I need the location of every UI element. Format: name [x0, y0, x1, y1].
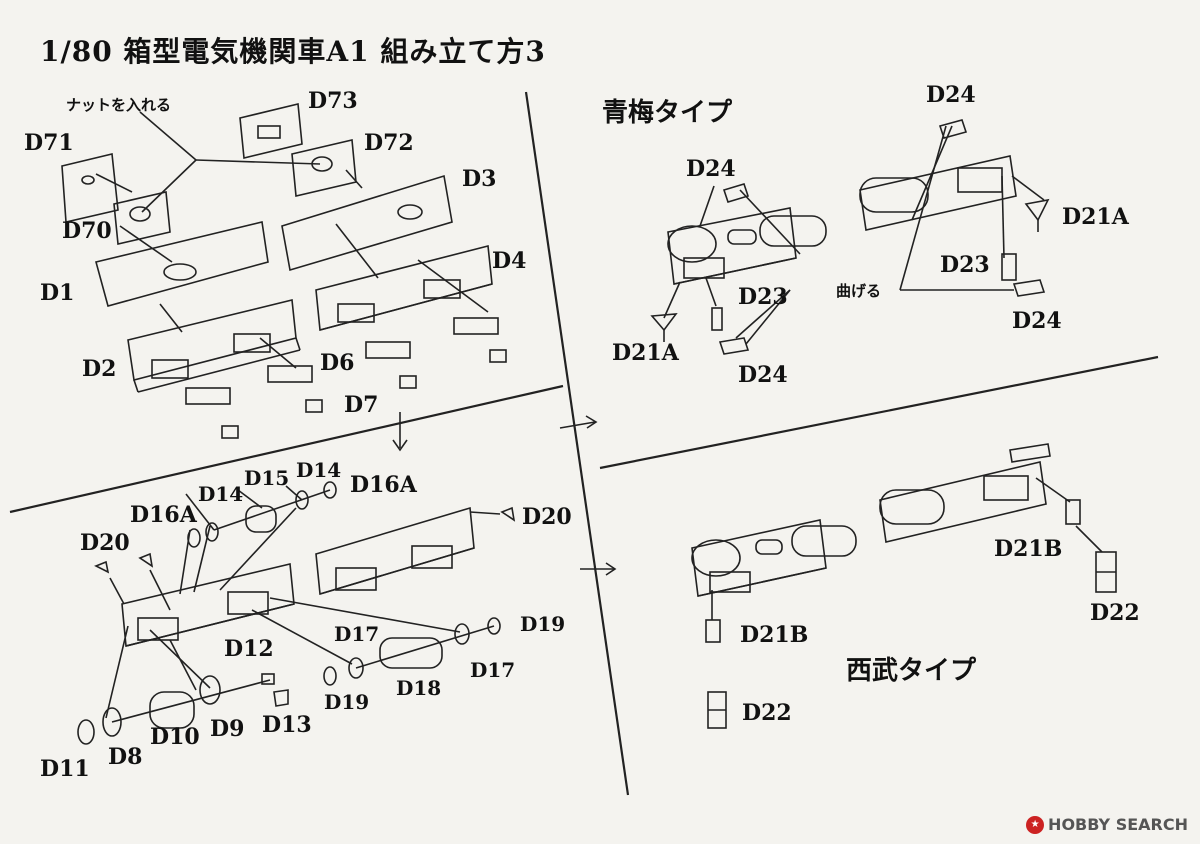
watermark: ★ HOBBY SEARCH	[1026, 815, 1188, 834]
label-d11: D11	[40, 756, 90, 782]
part-d21b-front	[705, 619, 721, 643]
label-d14-right: D14	[296, 458, 342, 482]
label-d2: D2	[82, 356, 117, 382]
part-d73	[239, 103, 303, 159]
part-d2	[127, 299, 301, 393]
divider-right	[599, 355, 1159, 470]
part-d3	[281, 174, 453, 272]
label-d17-left: D17	[334, 622, 380, 646]
part-d72	[291, 139, 357, 197]
arrow-right-2	[580, 562, 617, 576]
loco-ome-rear	[859, 119, 1017, 231]
label-d20-right: D20	[522, 504, 572, 530]
label-d71: D71	[24, 130, 74, 156]
label-d19-left: D19	[324, 690, 370, 714]
label-d4: D4	[492, 248, 527, 274]
label-d10: D10	[150, 724, 200, 750]
label-d6: D6	[320, 350, 355, 376]
label-d16a-right: D16A	[350, 472, 417, 498]
label-d7: D7	[344, 392, 379, 418]
label-d15: D15	[244, 466, 290, 490]
label-d17-right: D17	[470, 658, 516, 682]
label-d14-left: D14	[198, 482, 244, 506]
label-d21b-right: D21B	[994, 536, 1063, 562]
watermark-text: HOBBY SEARCH	[1048, 815, 1188, 834]
loco-seibu-front	[691, 519, 857, 597]
label-d23-right: D23	[940, 252, 990, 278]
page-title: 1/80 箱型電気機関車A1 組み立て方3	[40, 35, 546, 68]
chassis-lower-right	[315, 506, 475, 596]
note-bend: 曲げる	[836, 282, 882, 300]
label-d70: D70	[62, 218, 112, 244]
heading-seibu-type: 西武タイプ	[846, 656, 977, 686]
label-d24-top: D24	[926, 82, 976, 108]
label-d18: D18	[396, 676, 442, 700]
arrow-down	[392, 412, 408, 452]
loco-ome-front	[667, 207, 827, 285]
loco-seibu-rear	[879, 443, 1051, 543]
part-d21b-rear	[1065, 499, 1081, 525]
label-d20-left: D20	[80, 530, 130, 556]
label-d21a-left: D21A	[612, 340, 679, 366]
label-d21a-right: D21A	[1062, 204, 1129, 230]
label-d19-right: D19	[520, 612, 566, 636]
label-d22-left: D22	[742, 700, 792, 726]
label-d12: D12	[224, 636, 274, 662]
label-d22-right: D22	[1090, 600, 1140, 626]
part-d71	[61, 153, 119, 223]
label-d16a-left: D16A	[130, 502, 197, 528]
label-d21b-left: D21B	[740, 622, 809, 648]
label-d3: D3	[462, 166, 497, 192]
divider-vertical	[524, 91, 630, 796]
label-d73: D73	[308, 88, 358, 114]
label-d1: D1	[40, 280, 75, 306]
label-d9: D9	[210, 716, 245, 742]
chassis-lower-left	[121, 563, 295, 648]
part-d1	[95, 221, 269, 307]
divider-left	[9, 384, 564, 514]
bogie-group-1	[185, 317, 507, 439]
label-d72: D72	[364, 130, 414, 156]
label-d24-left: D24	[686, 156, 736, 182]
note-insert-nut: ナットを入れる	[66, 96, 172, 114]
label-d13: D13	[262, 712, 312, 738]
arrow-right-1	[559, 415, 598, 429]
label-d24-right: D24	[1012, 308, 1062, 334]
part-d4	[315, 244, 493, 332]
label-d24-bottom: D24	[738, 362, 788, 388]
heading-ome-type: 青梅タイプ	[602, 98, 733, 128]
label-d8: D8	[108, 744, 143, 770]
label-d23-left: D23	[738, 284, 788, 310]
hobby-search-logo-icon: ★	[1026, 815, 1045, 834]
part-d70	[113, 191, 171, 245]
